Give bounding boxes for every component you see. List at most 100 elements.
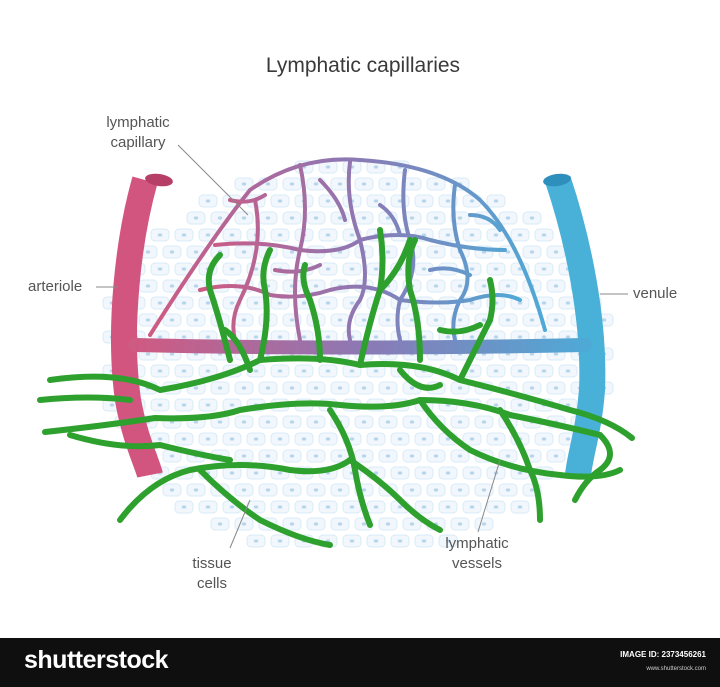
label-tissue-cells-1: tissue bbox=[192, 555, 231, 572]
cell-nucleus bbox=[325, 505, 331, 509]
cell-nucleus bbox=[529, 216, 535, 220]
cell-nucleus bbox=[529, 318, 535, 322]
cell-nucleus bbox=[385, 386, 391, 390]
cell-nucleus bbox=[337, 216, 343, 220]
cell-nucleus bbox=[241, 522, 247, 526]
cell-nucleus bbox=[433, 216, 439, 220]
cell-nucleus bbox=[517, 369, 523, 373]
cell-nucleus bbox=[157, 301, 163, 305]
cell-nucleus bbox=[409, 182, 415, 186]
cell-nucleus bbox=[325, 199, 331, 203]
cell-nucleus bbox=[349, 301, 355, 305]
cell-nucleus bbox=[469, 437, 475, 441]
cell-nucleus bbox=[337, 454, 343, 458]
cell-nucleus bbox=[145, 284, 151, 288]
cell-nucleus bbox=[493, 437, 499, 441]
cell-nucleus bbox=[277, 369, 283, 373]
cell-nucleus bbox=[565, 301, 571, 305]
cell-nucleus bbox=[493, 369, 499, 373]
cell-nucleus bbox=[481, 318, 487, 322]
image-id-text: IMAGE ID: 2373456261 bbox=[620, 650, 706, 659]
cell-nucleus bbox=[181, 403, 187, 407]
cell-nucleus bbox=[469, 233, 475, 237]
label-venule: venule bbox=[633, 285, 677, 302]
cell-nucleus bbox=[337, 318, 343, 322]
cell-nucleus bbox=[505, 488, 511, 492]
cell-nucleus bbox=[169, 284, 175, 288]
cell-nucleus bbox=[265, 488, 271, 492]
cell-nucleus bbox=[505, 216, 511, 220]
cell-nucleus bbox=[373, 267, 379, 271]
cell-nucleus bbox=[289, 318, 295, 322]
cell-nucleus bbox=[445, 233, 451, 237]
cell-nucleus bbox=[289, 488, 295, 492]
cell-nucleus bbox=[457, 216, 463, 220]
cell-nucleus bbox=[241, 216, 247, 220]
label-arteriole: arteriole bbox=[28, 278, 82, 295]
cell-nucleus bbox=[325, 369, 331, 373]
cell-nucleus bbox=[493, 199, 499, 203]
cell-nucleus bbox=[445, 539, 451, 543]
cell-nucleus bbox=[301, 335, 307, 339]
cell-nucleus bbox=[289, 216, 295, 220]
cell-nucleus bbox=[313, 284, 319, 288]
cell-nucleus bbox=[337, 386, 343, 390]
cell-nucleus bbox=[205, 369, 211, 373]
cell-nucleus bbox=[385, 318, 391, 322]
cell-nucleus bbox=[373, 369, 379, 373]
cell-nucleus bbox=[289, 386, 295, 390]
cell-nucleus bbox=[541, 233, 547, 237]
cell-nucleus bbox=[325, 335, 331, 339]
cell-nucleus bbox=[457, 454, 463, 458]
cell-nucleus bbox=[373, 471, 379, 475]
cell-nucleus bbox=[229, 301, 235, 305]
cell-nucleus bbox=[457, 386, 463, 390]
cell-nucleus bbox=[253, 505, 259, 509]
cell-nucleus bbox=[421, 505, 427, 509]
cell-nucleus bbox=[229, 505, 235, 509]
cell-nucleus bbox=[349, 505, 355, 509]
cell-nucleus bbox=[397, 505, 403, 509]
cell-nucleus bbox=[469, 471, 475, 475]
cell-nucleus bbox=[469, 267, 475, 271]
cell-nucleus bbox=[193, 420, 199, 424]
cell-nucleus bbox=[313, 386, 319, 390]
cell-nucleus bbox=[541, 437, 547, 441]
cell-nucleus bbox=[325, 165, 331, 169]
cell-nucleus bbox=[445, 505, 451, 509]
cell-nucleus bbox=[493, 267, 499, 271]
label-tissue-cells-2: cells bbox=[197, 575, 227, 592]
cell-nucleus bbox=[469, 199, 475, 203]
cell-nucleus bbox=[277, 301, 283, 305]
cell-nucleus bbox=[481, 284, 487, 288]
cell-nucleus bbox=[457, 420, 463, 424]
cell-nucleus bbox=[409, 318, 415, 322]
cell-nucleus bbox=[325, 301, 331, 305]
cell-nucleus bbox=[397, 199, 403, 203]
cell-nucleus bbox=[361, 386, 367, 390]
cell-nucleus bbox=[469, 369, 475, 373]
cell-nucleus bbox=[553, 284, 559, 288]
cell-nucleus bbox=[553, 318, 559, 322]
cell-nucleus bbox=[361, 182, 367, 186]
cell-nucleus bbox=[481, 420, 487, 424]
cell-nucleus bbox=[301, 437, 307, 441]
cell-nucleus bbox=[253, 335, 259, 339]
lymphatic-vessel-network bbox=[37, 227, 635, 548]
cell-nucleus bbox=[385, 522, 391, 526]
cell-nucleus bbox=[517, 335, 523, 339]
cell-nucleus bbox=[253, 539, 259, 543]
cell-nucleus bbox=[445, 471, 451, 475]
cell-nucleus bbox=[397, 539, 403, 543]
cell-nucleus bbox=[517, 301, 523, 305]
cell-nucleus bbox=[157, 369, 163, 373]
cell-nucleus bbox=[397, 471, 403, 475]
cell-nucleus bbox=[517, 505, 523, 509]
cell-nucleus bbox=[517, 471, 523, 475]
cell-nucleus bbox=[181, 437, 187, 441]
cell-nucleus bbox=[217, 420, 223, 424]
cell-nucleus bbox=[565, 369, 571, 373]
cell-nucleus bbox=[493, 505, 499, 509]
cell-nucleus bbox=[169, 352, 175, 356]
cell-nucleus bbox=[421, 267, 427, 271]
